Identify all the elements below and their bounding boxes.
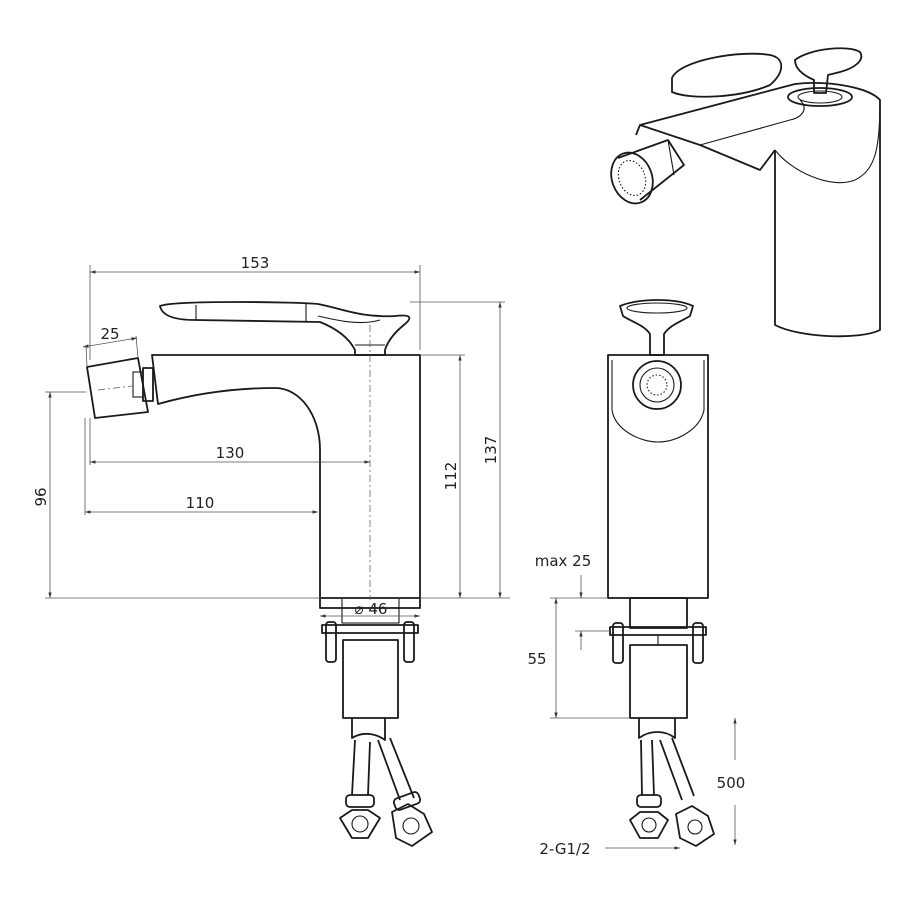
hose-nut-1 (339, 809, 381, 839)
faucet-body-front (607, 299, 709, 599)
dim-base-diameter: ⌀ 46 (355, 600, 388, 618)
base-and-hoses-front (609, 597, 715, 847)
dim-max-deck: max 25 (535, 552, 592, 570)
dim-total-height: 137 (482, 436, 500, 465)
perspective-view (610, 47, 881, 338)
dim-spout-height: 96 (32, 487, 50, 506)
lever-handle-side (159, 301, 411, 356)
dim-spout-reach-body: 110 (186, 494, 215, 512)
dim-hose-length: 500 (717, 774, 746, 792)
front-view: max 25 55 500 2-G1/2 (527, 299, 746, 858)
dimension-lines-side (45, 265, 510, 618)
hose-nut-2 (391, 803, 433, 847)
side-view: 153 25 130 110 96 112 137 ⌀ 46 (32, 254, 510, 847)
aerator-3d (610, 151, 654, 205)
base-and-hoses-side (319, 597, 433, 847)
aerator-side (86, 357, 149, 419)
hose-nut-front-2 (675, 805, 715, 847)
knob-front (619, 299, 694, 356)
dim-spout-reach-center: 130 (216, 444, 245, 462)
dim-thread: 2-G1/2 (539, 840, 590, 858)
faucet-body-side (86, 354, 421, 599)
dim-body-height: 112 (442, 462, 460, 491)
dim-total-length: 153 (241, 254, 270, 272)
dim-aerator: 25 (100, 325, 119, 343)
dimension-lines-front (550, 575, 737, 850)
hose-nut-front-1 (629, 811, 669, 839)
aerator-front (632, 360, 682, 410)
dim-shank: 55 (527, 650, 546, 668)
